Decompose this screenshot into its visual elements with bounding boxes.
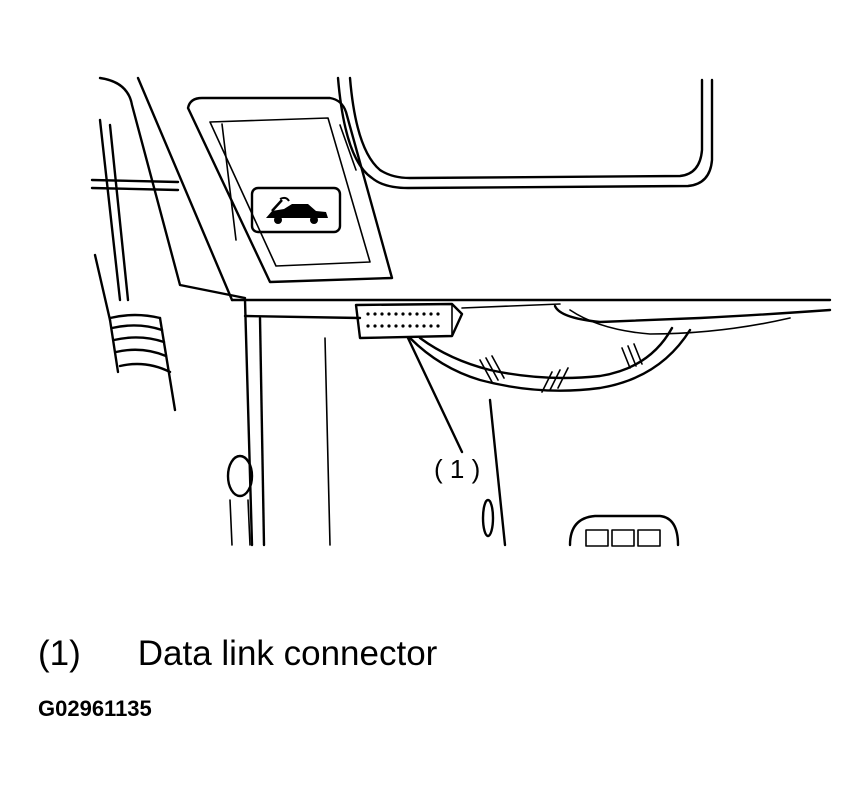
car-hood-open-icon (266, 196, 328, 224)
legend-entry: (1) Data link connector (38, 632, 437, 676)
figure-code: G02961135 (38, 696, 152, 721)
legend-id: (1) (38, 634, 81, 673)
wire-harness-loop (408, 326, 692, 393)
hood-release-housing (186, 96, 394, 284)
callout-1: ( 1 ) (406, 336, 480, 484)
data-link-connector (354, 302, 464, 340)
a-pillar-trim (90, 76, 247, 322)
lower-dash-edge (230, 298, 832, 335)
callout-label: ( 1 ) (434, 454, 480, 484)
center-trim-panel (226, 298, 507, 547)
lower-vent-switch (568, 514, 680, 547)
cable-bundle (108, 313, 177, 412)
diagram-illustration: ( 1 ) (90, 76, 832, 547)
dash-panel (336, 76, 714, 190)
legend-text: Data link connector (137, 634, 438, 673)
